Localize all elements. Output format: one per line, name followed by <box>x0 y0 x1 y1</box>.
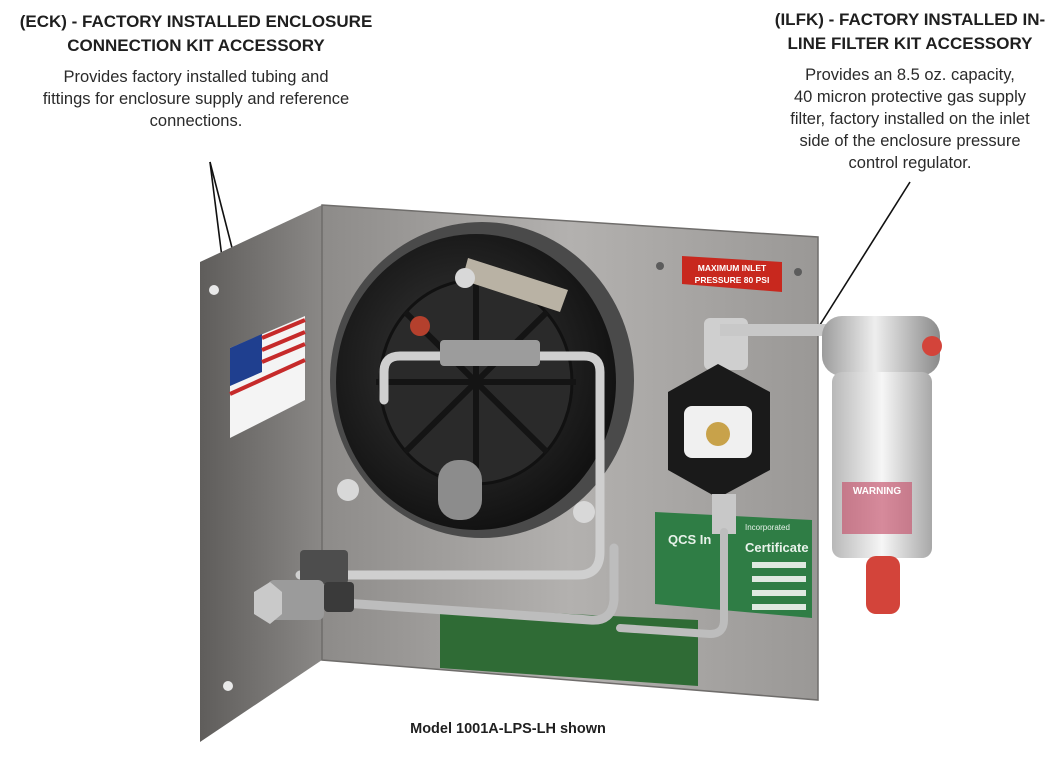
certificate-sub: Incorporated <box>745 523 790 532</box>
ilfk-title-line: (ILFK) - FACTORY INSTALLED IN- <box>774 10 1046 29</box>
bolt <box>573 501 595 523</box>
filter-drain-knob <box>866 556 900 614</box>
warning-sticker <box>842 482 912 534</box>
filter-head <box>822 316 940 376</box>
max-inlet-pressure-label: MAXIMUM INLET PRESSURE 80 PSI <box>682 256 782 292</box>
made-in-usa-sticker <box>229 316 306 438</box>
eck-desc-line: Provides factory installed tubing and <box>63 68 329 86</box>
eck-desc-line: connections. <box>149 112 243 130</box>
ilfk-desc-line: side of the enclosure pressure <box>799 132 1021 150</box>
eck-callout-description: Provides factory installed tubing and fi… <box>0 66 392 132</box>
max-inlet-line: MAXIMUM INLET <box>698 263 767 273</box>
ilfk-desc-line: filter, factory installed on the inlet <box>790 110 1030 128</box>
eck-desc-line: fittings for enclosure supply and refere… <box>42 90 350 108</box>
certificate-title: QCS In <box>668 532 711 547</box>
ilfk-callout-title: (ILFK) - FACTORY INSTALLED IN- LINE FILT… <box>760 8 1060 56</box>
pressure-regulator <box>330 222 634 538</box>
enclosure-tubing <box>295 324 832 639</box>
certificate-title: Certificate <box>745 540 809 555</box>
eck-callout: (ECK) - FACTORY INSTALLED ENCLOSURE CONN… <box>0 10 392 132</box>
ilfk-callout-description: Provides an 8.5 oz. capacity, 40 micron … <box>760 64 1060 174</box>
bolt <box>337 479 359 501</box>
ilfk-desc-line: 40 micron protective gas supply <box>793 88 1027 106</box>
bolt <box>455 268 475 288</box>
filter-warning-text: WARNING <box>853 486 902 497</box>
pressure-gauge-block <box>668 318 770 534</box>
mounting-hole <box>223 681 233 691</box>
red-plug <box>410 316 430 336</box>
max-inlet-line: PRESSURE 80 PSI <box>695 275 770 285</box>
ilfk-desc-line: Provides an 8.5 oz. capacity, <box>805 66 1015 84</box>
plate-screw <box>656 262 664 270</box>
plate-screw <box>794 268 802 276</box>
eck-callout-title: (ECK) - FACTORY INSTALLED ENCLOSURE CONN… <box>0 10 392 58</box>
vent-cap <box>438 460 482 520</box>
ilfk-title-line: LINE FILTER KIT ACCESSORY <box>787 34 1033 53</box>
eck-title-line: CONNECTION KIT ACCESSORY <box>67 36 325 55</box>
ilfk-leader-line <box>817 181 911 329</box>
eck-title-line: (ECK) - FACTORY INSTALLED ENCLOSURE <box>19 12 373 31</box>
tube-fitting <box>440 340 540 366</box>
qcs-certificate-label: QCS In Certificate Incorporated <box>655 512 812 618</box>
inline-filter: WARNING <box>822 316 942 614</box>
filter-head-plug <box>922 336 942 356</box>
ilfk-callout: (ILFK) - FACTORY INSTALLED IN- LINE FILT… <box>760 8 1060 174</box>
bracket-side-wall <box>200 205 322 742</box>
gauge-knob <box>706 422 730 446</box>
ilfk-desc-line: control regulator. <box>848 154 972 172</box>
eck-fittings <box>254 550 354 624</box>
mounting-hole <box>209 285 219 295</box>
figure-caption: Model 1001A-LPS-LH shown <box>410 721 606 737</box>
